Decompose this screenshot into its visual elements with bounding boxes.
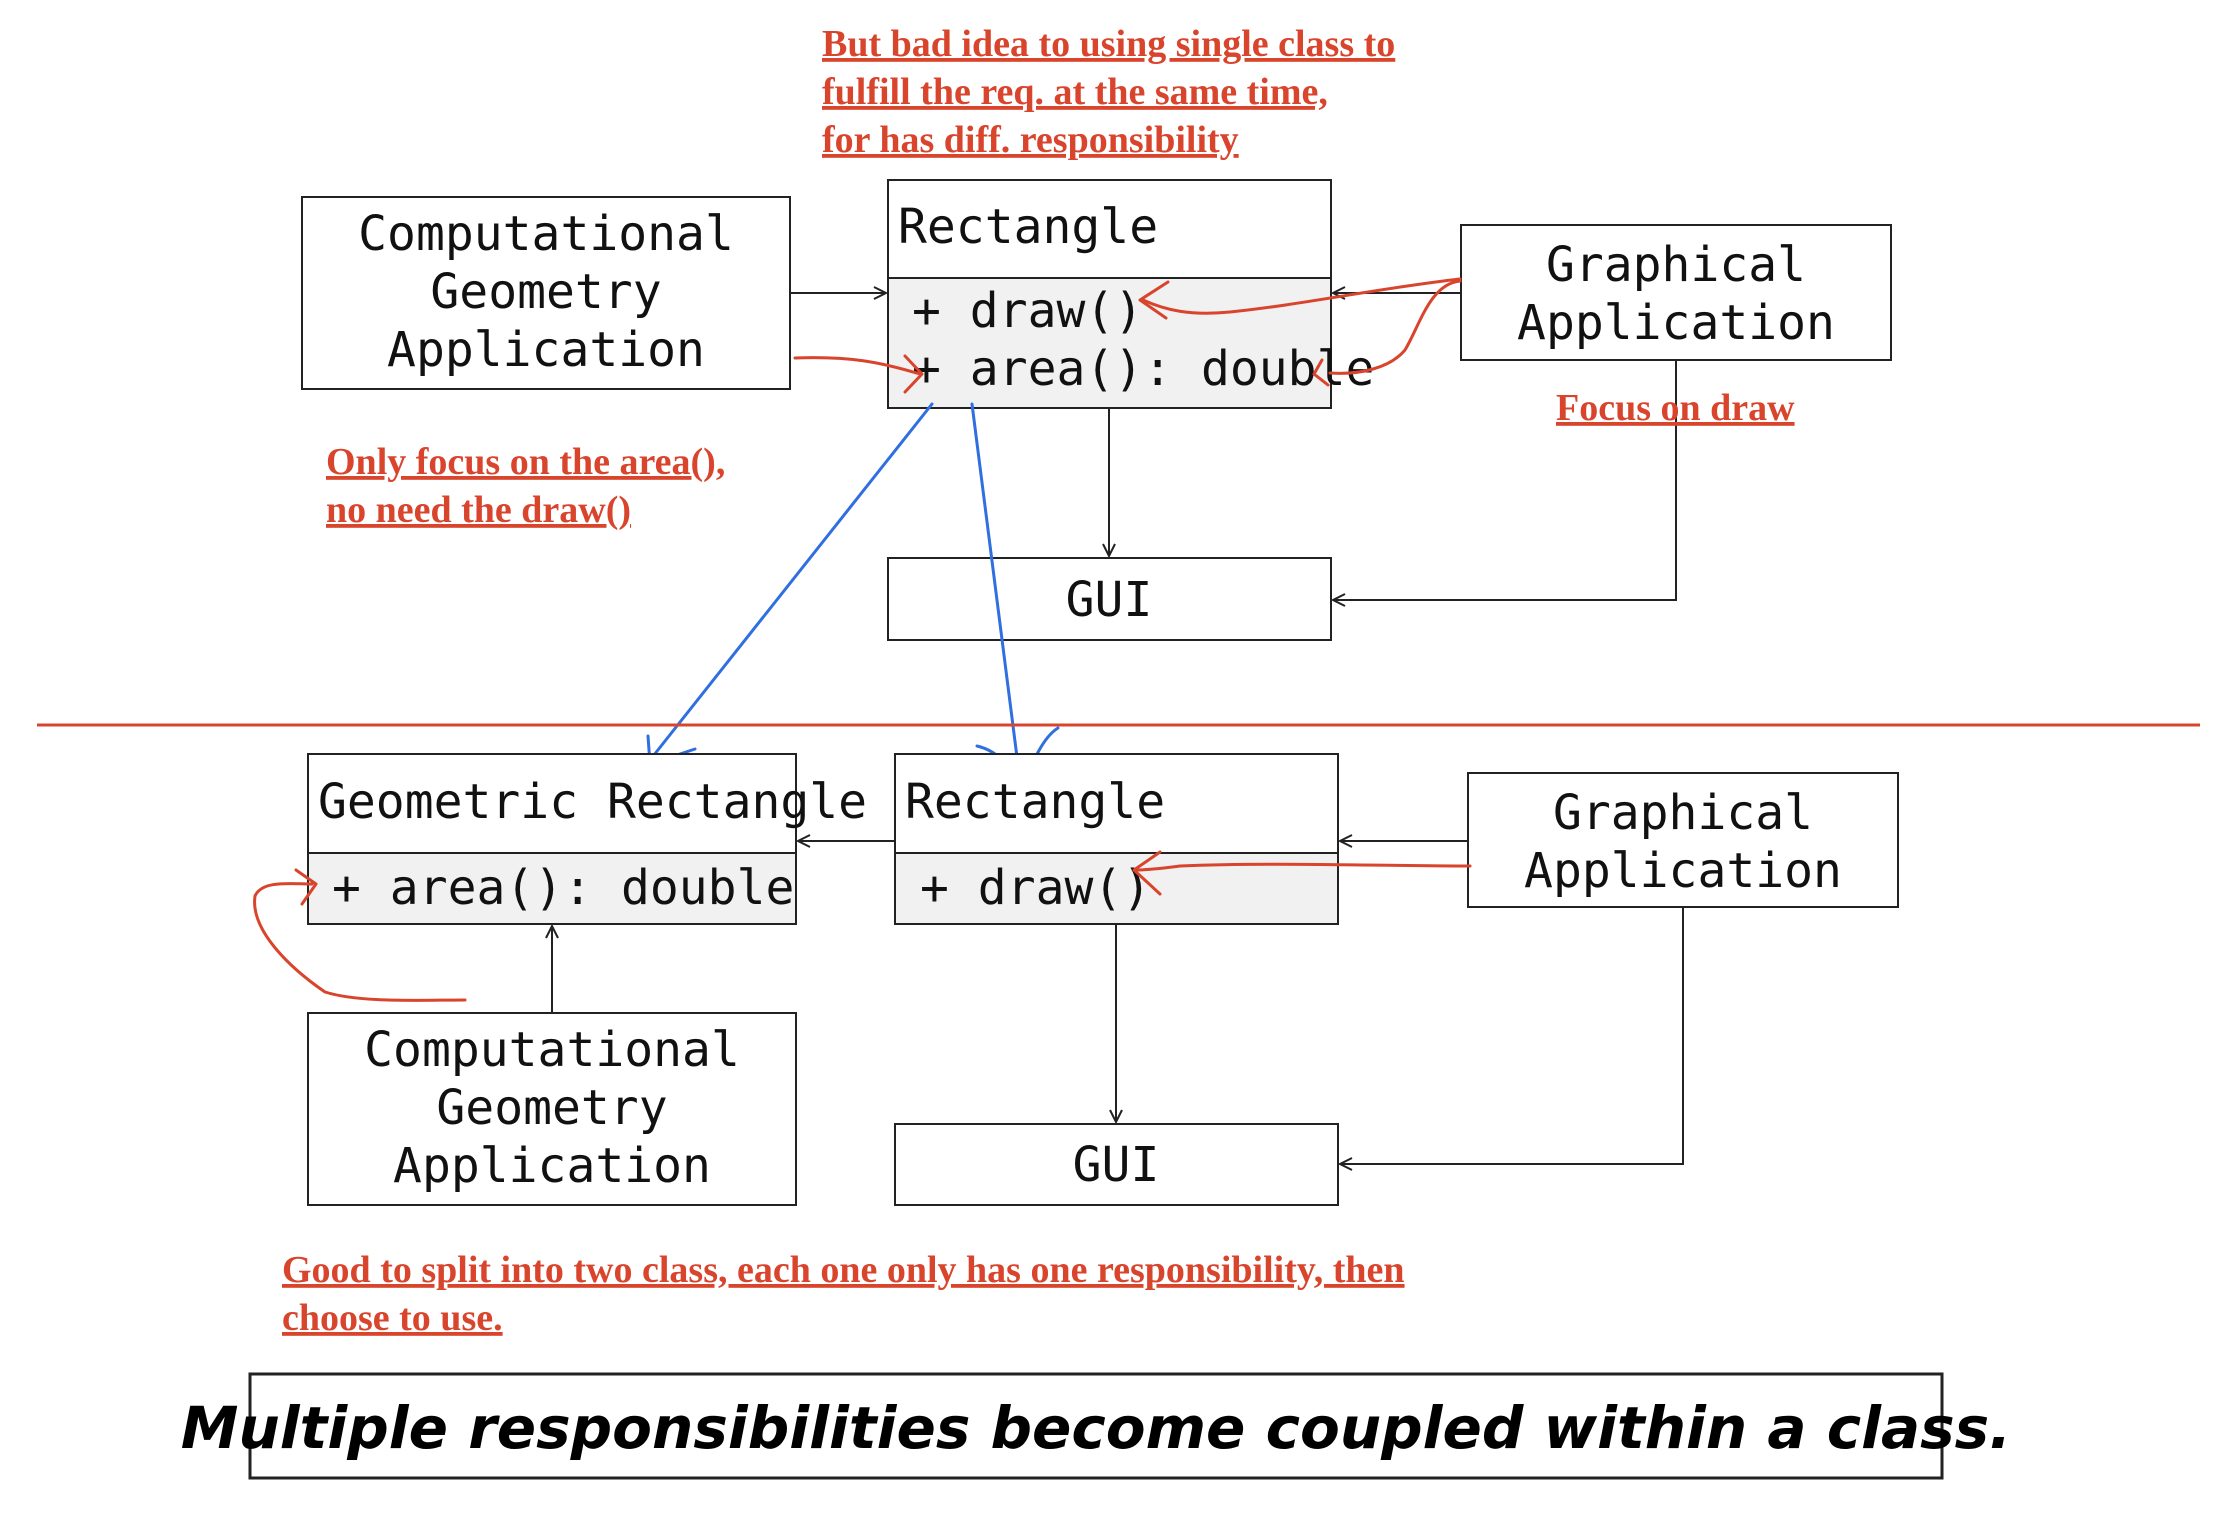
bottom-rectangle-class: Rectangle + draw()	[894, 753, 1339, 925]
only-focus-line-2: no need the draw()	[326, 489, 631, 531]
only-focus-note: Only focus on the area(), no need the dr…	[326, 441, 725, 531]
blue-arrow-area-to-geometric	[648, 402, 934, 762]
box-label-line: Application	[1524, 843, 1842, 899]
bottom-computational-geometry-box: Computational Geometry Application	[307, 1012, 797, 1206]
box-label-line: Geometry	[436, 1080, 667, 1136]
top-gui-box: GUI	[887, 557, 1332, 641]
red-arrow-to-draw	[1141, 277, 1462, 315]
good-split-line-1: Good to split into two class, each one o…	[282, 1249, 1405, 1291]
focus-on-draw-note: Focus on draw	[1556, 387, 1795, 429]
red-arrow-to-area-bottom	[253, 882, 467, 1002]
box-label-line: Application	[393, 1138, 711, 1194]
top-graphical-application-box: Graphical Application	[1460, 224, 1892, 361]
arrow-graphical-to-gui	[1333, 360, 1677, 600]
box-label-line: Computational	[358, 206, 734, 262]
box-label-line: Graphical	[1553, 785, 1813, 841]
red-arrow-to-draw-bottom	[1133, 862, 1472, 872]
class-name: Rectangle	[898, 199, 1158, 255]
box-label-line: Geometry	[430, 264, 661, 320]
blue-arrow-draw-to-rectangle	[970, 402, 1020, 767]
method-area: + area(): double	[912, 341, 1374, 397]
good-split-line-2: choose to use.	[282, 1297, 503, 1339]
caption-box: Multiple responsibilities become coupled…	[181, 1372, 2011, 1480]
red-arrowhead-draw-bottom	[1132, 850, 1162, 896]
caption-text: Multiple responsibilities become coupled…	[181, 1394, 2011, 1462]
box-label-line: Computational	[364, 1022, 740, 1078]
bottom-gui-box: GUI	[894, 1123, 1339, 1206]
bad-idea-line-1: But bad idea to using single class to	[822, 23, 1395, 65]
method-draw: + draw()	[920, 860, 1151, 916]
only-focus-line-1: Only focus on the area(),	[326, 441, 725, 483]
gui-label: GUI	[1073, 1137, 1160, 1193]
box-label-line: Application	[387, 322, 705, 378]
bottom-geometric-rectangle-class: Geometric Rectangle + area(): double	[307, 753, 867, 925]
class-name: Rectangle	[905, 774, 1165, 830]
bad-idea-line-2: fulfill the req. at the same time,	[822, 71, 1328, 113]
class-name: Geometric Rectangle	[318, 774, 867, 830]
bad-idea-line-3: for has diff. responsibility	[822, 119, 1239, 161]
red-arrow-to-area-from-graphical	[1328, 279, 1462, 375]
red-arrow-to-area	[793, 356, 922, 376]
bottom-graphical-application-box: Graphical Application	[1467, 772, 1899, 908]
red-arrowhead-draw	[1138, 280, 1170, 320]
red-arrowhead-area	[903, 354, 924, 394]
top-rectangle-class: Rectangle + draw() + area(): double	[887, 179, 1374, 409]
bad-idea-note: But bad idea to using single class to fu…	[822, 23, 1395, 161]
method-draw: + draw()	[912, 283, 1143, 339]
gui-label: GUI	[1066, 572, 1153, 628]
red-arrowhead-area-bottom	[294, 868, 318, 906]
arrow-graphical-to-gui	[1340, 907, 1684, 1164]
box-label-line: Application	[1517, 295, 1835, 351]
method-area: + area(): double	[332, 860, 794, 916]
good-split-note: Good to split into two class, each one o…	[282, 1249, 1405, 1339]
red-arrowhead-area-2	[1312, 358, 1330, 387]
top-computational-geometry-box: Computational Geometry Application	[301, 196, 791, 390]
box-label-line: Graphical	[1546, 237, 1806, 293]
